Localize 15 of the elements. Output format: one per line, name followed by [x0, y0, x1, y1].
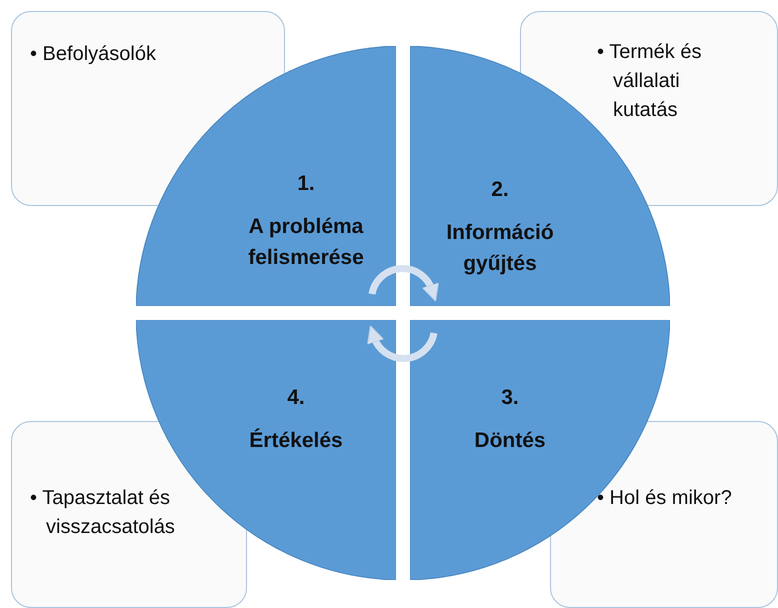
- quadrant-segment: [410, 320, 670, 580]
- bullet-text: • Termék és vállalati kutatás: [597, 40, 702, 123]
- cycle-arrow: [368, 265, 438, 302]
- step-title: Döntés: [474, 428, 546, 454]
- step-number: 4.: [287, 385, 305, 411]
- step-title: Értékelés: [249, 427, 343, 454]
- cycle-arrow: [368, 326, 438, 362]
- step-title: Információ gyűjtés: [445, 220, 555, 277]
- bullet-text: • Tapasztalat és visszacsatolás: [30, 486, 176, 540]
- step-number: 3.: [501, 385, 519, 411]
- step-number: 2.: [491, 177, 509, 203]
- step-title: A probléma felismerése: [247, 214, 365, 271]
- step-number: 1.: [297, 171, 315, 197]
- bullet-text: • Befolyásolók: [30, 42, 157, 67]
- bullet-text: • Hol és mikor?: [597, 486, 733, 511]
